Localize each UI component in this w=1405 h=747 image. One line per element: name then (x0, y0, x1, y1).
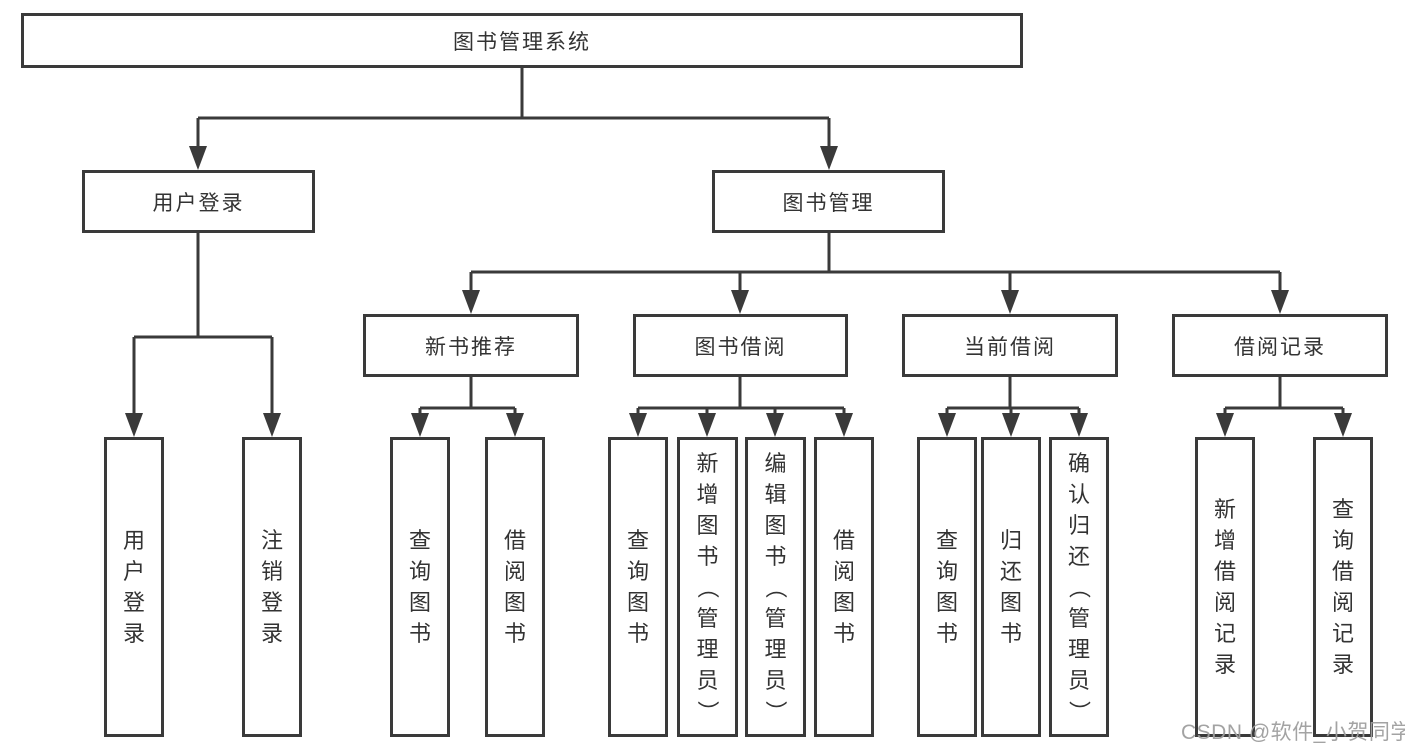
leaf-borrow-books: 借阅图书 (814, 437, 874, 737)
leaf-logout: 注销登录 (242, 437, 302, 737)
node-label: 当前借阅 (964, 335, 1056, 359)
node-book-borrow: 图书借阅 (633, 314, 848, 377)
node-borrow-record: 借阅记录 (1172, 314, 1388, 377)
leaf-query-books: 查询图书 (917, 437, 977, 737)
node-current-borrow: 当前借阅 (902, 314, 1118, 377)
node-label: 编辑图书（管理员） (763, 450, 788, 723)
node-label: 图书借阅 (694, 335, 787, 359)
node-label: 查询借阅记录 (1331, 497, 1354, 677)
node-label: 借阅图书 (503, 528, 526, 646)
leaf-borrow-books: 借阅图书 (485, 437, 545, 737)
leaf-edit-books-admin: 编辑图书（管理员） (745, 437, 806, 737)
node-label: 用户登录 (122, 528, 145, 646)
node-new-book-recommend: 新书推荐 (363, 314, 579, 377)
csdn-watermark: CSDN @软件_小贺同学 (1181, 721, 1405, 744)
node-label: 新增图书（管理员） (695, 450, 720, 723)
node-label: 查询图书 (935, 528, 958, 646)
node-label: 新增借阅记录 (1213, 497, 1236, 677)
leaf-add-borrow-record: 新增借阅记录 (1195, 437, 1255, 737)
node-user-login: 用户登录 (82, 170, 315, 233)
leaf-add-books-admin: 新增图书（管理员） (677, 437, 738, 737)
leaf-return-books: 归还图书 (981, 437, 1041, 737)
node-label: 用户登录 (152, 191, 245, 215)
node-label: 图书管理 (782, 191, 875, 215)
leaf-query-books: 查询图书 (390, 437, 450, 737)
leaf-user-login: 用户登录 (104, 437, 164, 737)
node-label: 归还图书 (999, 528, 1022, 646)
node-label: 确认归还（管理员） (1066, 450, 1092, 723)
node-label: 图书管理系统 (453, 30, 591, 54)
leaf-confirm-return-admin: 确认归还（管理员） (1049, 437, 1109, 737)
node-label: 注销登录 (260, 528, 283, 646)
node-library-management-system: 图书管理系统 (21, 13, 1023, 68)
node-label: 查询图书 (626, 528, 649, 646)
leaf-query-borrow-record: 查询借阅记录 (1313, 437, 1373, 737)
node-label: 借阅记录 (1234, 335, 1326, 359)
node-label: 新书推荐 (425, 335, 517, 359)
leaf-query-books: 查询图书 (608, 437, 668, 737)
node-book-management: 图书管理 (712, 170, 945, 233)
node-label: 借阅图书 (832, 528, 855, 646)
node-label: 查询图书 (408, 528, 431, 646)
